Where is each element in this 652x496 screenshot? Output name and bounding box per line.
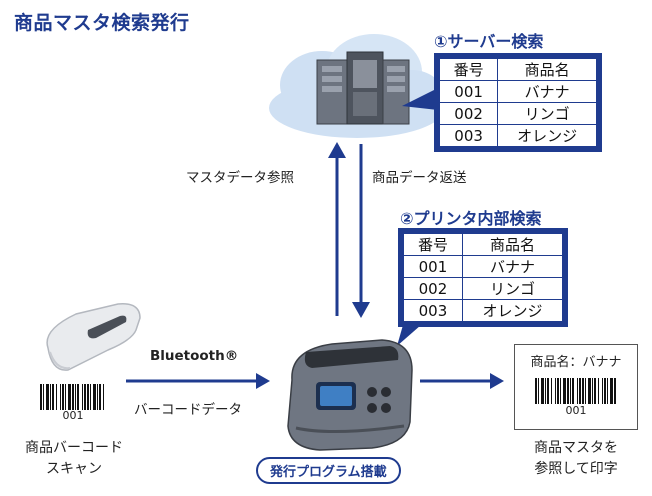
printer-table-frame: 番号 商品名 001 バナナ 002 リンゴ 003 オレンジ <box>398 228 568 327</box>
header-number: 番号 <box>438 58 499 81</box>
cell-number: 002 <box>403 277 463 300</box>
scanner-barcode-icon <box>40 384 104 410</box>
printed-label-barcode-number: 001 <box>565 404 587 417</box>
label-caption-line1: 商品マスタを <box>534 440 618 456</box>
barcode-data-label: バーコードデータ <box>134 402 242 418</box>
server-table: 番号 商品名 001 バナナ 002 リンゴ 003 オレンジ <box>438 58 597 147</box>
table-row: 002 リンゴ <box>403 277 564 300</box>
label-caption-line2: 参照して印字 <box>534 461 618 477</box>
scanner-caption-line2: スキャン <box>46 461 102 477</box>
vertical-arrows <box>328 142 370 318</box>
cell-number: 002 <box>438 102 499 125</box>
server-table-frame: 番号 商品名 001 バナナ 002 リンゴ 003 オレンジ <box>434 53 602 152</box>
printer-search-title: ②プリンタ内部検索 <box>400 209 542 228</box>
table-row: 001 バナナ <box>438 80 597 103</box>
up-arrow-label: マスタデータ参照 <box>186 170 294 186</box>
table-header-row: 番号 商品名 <box>403 233 564 256</box>
cell-product: オレンジ <box>461 299 564 322</box>
right-arrow-to-printer-icon <box>126 373 270 389</box>
down-arrow-label: 商品データ返送 <box>372 170 467 186</box>
table-header-row: 番号 商品名 <box>438 58 597 81</box>
cloud-server-illustration <box>269 34 445 138</box>
cell-product: オレンジ <box>497 124 597 147</box>
bluetooth-label: Bluetooth® <box>150 348 239 364</box>
diagram-title: 商品マスタ検索発行 <box>14 12 190 34</box>
server-icon <box>316 51 410 125</box>
printed-label-text: 商品名：バナナ <box>530 355 622 370</box>
cell-number: 001 <box>403 255 463 278</box>
table-row: 003 オレンジ <box>403 299 564 322</box>
barcode-scanner-icon <box>46 303 141 371</box>
cell-product: バナナ <box>461 255 564 278</box>
header-product: 商品名 <box>497 58 597 81</box>
cell-product: バナナ <box>497 80 597 103</box>
server-callout-pointer <box>402 88 438 110</box>
cell-number: 003 <box>438 124 499 147</box>
label-caption: 商品マスタを 参照して印字 <box>512 438 640 480</box>
up-arrow-icon <box>328 142 346 316</box>
cell-product: リンゴ <box>497 102 597 125</box>
header-product: 商品名 <box>461 233 564 256</box>
table-row: 001 バナナ <box>403 255 564 278</box>
printed-label-barcode-icon <box>535 378 616 404</box>
program-badge: 発行プログラム搭載 <box>256 457 401 484</box>
cell-product: リンゴ <box>461 277 564 300</box>
printed-label: 商品名：バナナ 001 <box>514 344 638 430</box>
scanner-barcode-number: 001 <box>62 409 84 422</box>
scanner-caption: 商品バーコード スキャン <box>14 438 134 480</box>
mobile-printer-icon <box>287 339 413 451</box>
table-row: 003 オレンジ <box>438 124 597 147</box>
cell-number: 001 <box>438 80 499 103</box>
right-arrow-to-label-icon <box>420 373 504 389</box>
scanner-caption-line1: 商品バーコード <box>25 440 123 456</box>
cell-number: 003 <box>403 299 463 322</box>
printer-table: 番号 商品名 001 バナナ 002 リンゴ 003 オレンジ <box>403 233 564 322</box>
table-row: 002 リンゴ <box>438 102 597 125</box>
server-search-title: ①サーバー検索 <box>434 32 544 51</box>
down-arrow-icon <box>352 144 370 318</box>
header-number: 番号 <box>403 233 463 256</box>
